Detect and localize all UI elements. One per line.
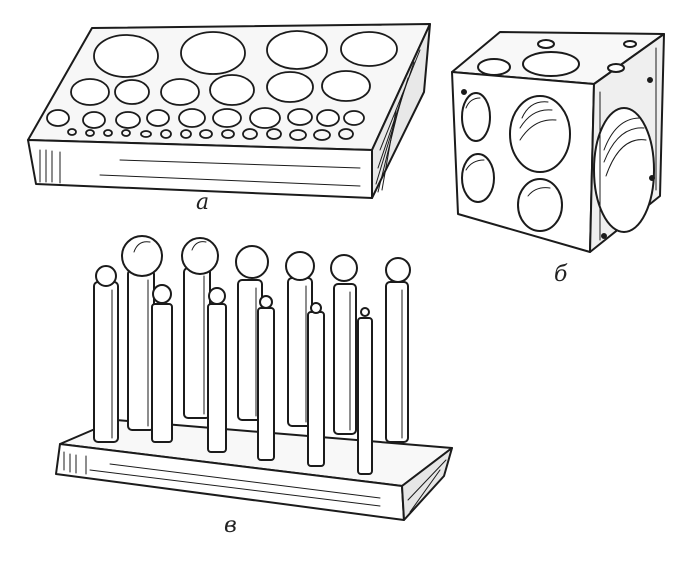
figure-label-b: б xyxy=(554,262,568,287)
punch-small-2 xyxy=(207,287,227,453)
block-front-hatching xyxy=(39,149,361,187)
dapping-block xyxy=(27,23,431,199)
punch-large-5 xyxy=(330,254,358,435)
punch-small-5 xyxy=(357,307,373,475)
punch-large-6 xyxy=(385,257,411,443)
punch-rods xyxy=(93,235,411,475)
block-side-hatching xyxy=(375,49,421,193)
base-hatching xyxy=(63,451,447,513)
cube-hole-shading xyxy=(465,97,557,197)
dapping-cube xyxy=(451,31,665,253)
rod-shading xyxy=(111,275,403,439)
punch-small-3 xyxy=(257,295,275,461)
figure-label-a: а xyxy=(196,190,210,215)
punch-small-1 xyxy=(151,284,173,443)
punch-small-4 xyxy=(307,302,325,467)
figure-label-v: в xyxy=(224,513,237,538)
cube-side-hatching xyxy=(599,47,657,241)
punch-left-1 xyxy=(93,265,119,443)
block-holes xyxy=(46,30,398,141)
